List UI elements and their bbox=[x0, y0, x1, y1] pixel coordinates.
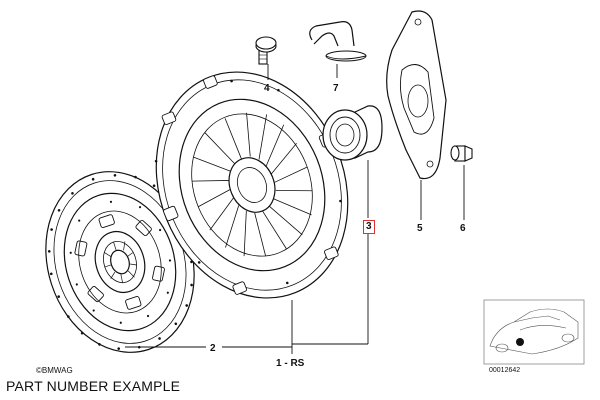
callout-part-2: 2 bbox=[210, 343, 216, 354]
callout-part-3: 3 bbox=[363, 220, 375, 234]
release-bearing-part-3[interactable] bbox=[322, 105, 383, 161]
vehicle-location-inset bbox=[483, 299, 585, 365]
image-number: 00012642 bbox=[489, 367, 521, 374]
copyright-label: ©BMWAG bbox=[36, 366, 73, 375]
footer-title: PART NUMBER EXAMPLE bbox=[6, 378, 181, 394]
clutch-disc-part-2[interactable] bbox=[23, 152, 217, 371]
retaining-clip-part-7[interactable] bbox=[309, 21, 367, 62]
callout-part-7: 7 bbox=[333, 83, 339, 94]
callout-part-4: 4 bbox=[264, 83, 270, 94]
pivot-pin-part-6[interactable] bbox=[450, 145, 473, 162]
callout-part-5: 5 bbox=[417, 223, 423, 234]
release-fork-part-5[interactable] bbox=[386, 10, 447, 180]
location-marker-icon bbox=[516, 338, 524, 346]
callout-part-1: 1 - RS bbox=[276, 358, 305, 369]
leader-lines bbox=[125, 64, 465, 354]
pressure-plate-part-1[interactable] bbox=[123, 43, 381, 327]
bolt-part-4[interactable] bbox=[255, 36, 277, 65]
callout-part-6: 6 bbox=[460, 223, 466, 234]
